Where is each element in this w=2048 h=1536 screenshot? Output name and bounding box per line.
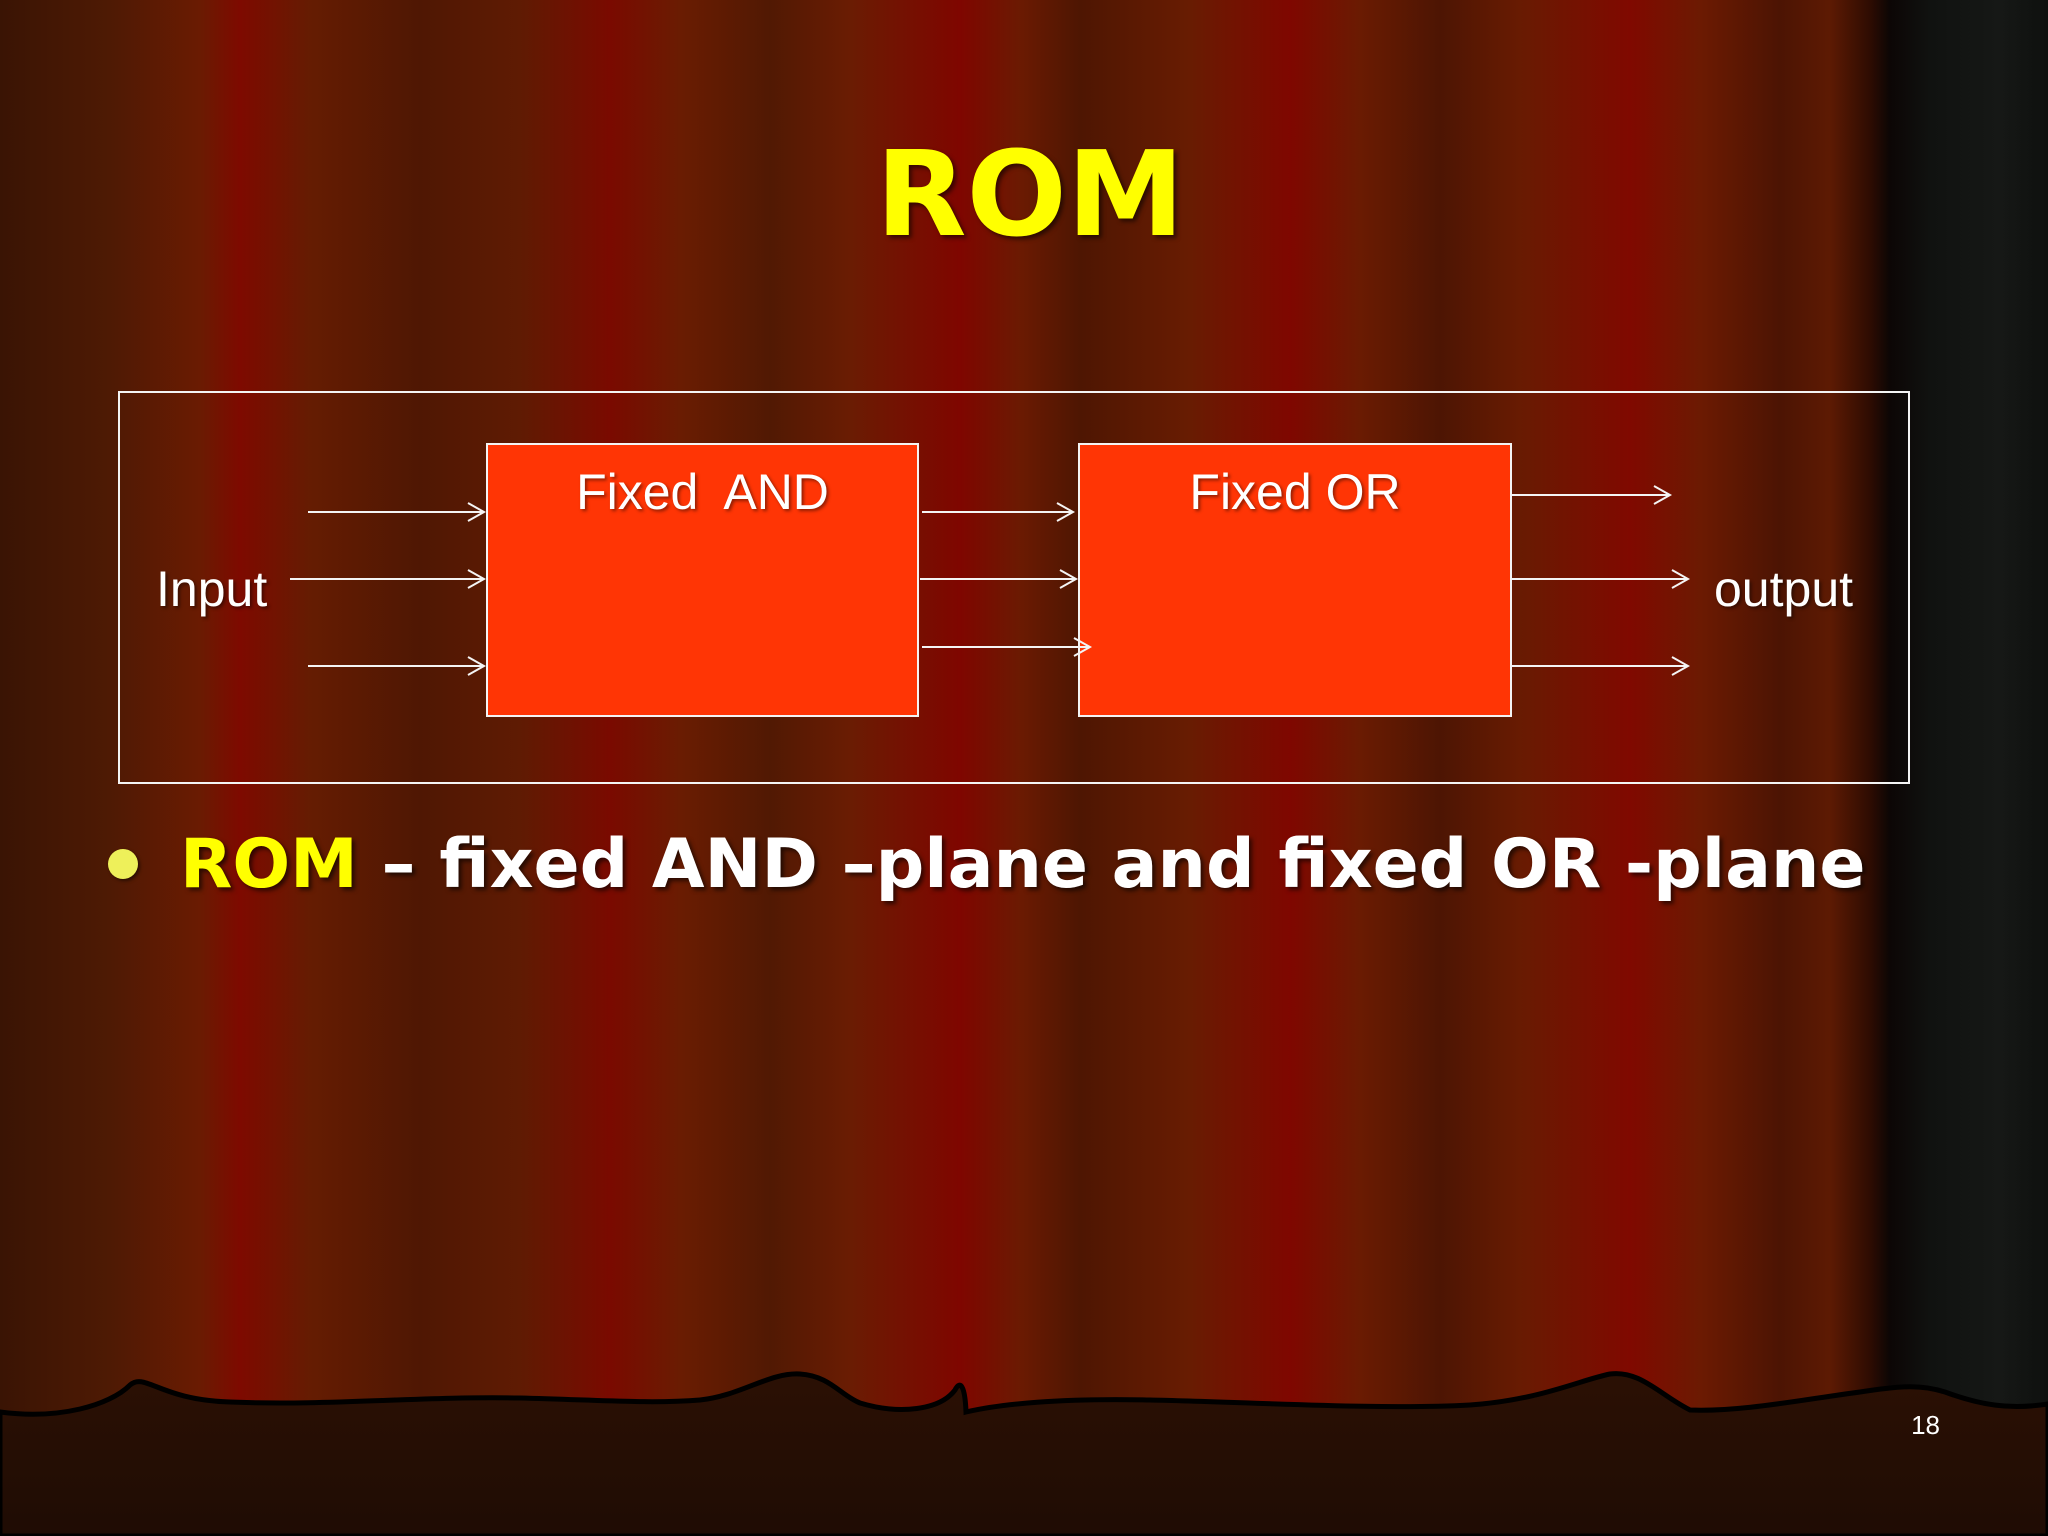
- fixed-and-block: Fixed AND: [486, 443, 919, 717]
- slide-title: ROM: [875, 125, 1185, 263]
- bullet-keyword: ROM: [180, 825, 358, 904]
- bullet-dot-icon: [108, 849, 138, 880]
- input-arrow-icon: [308, 502, 487, 522]
- connector-arrow-icon: [920, 569, 1079, 589]
- input-arrow-icon: [290, 569, 487, 589]
- page-number: 18: [1911, 1410, 1940, 1440]
- fixed-or-label: Fixed OR: [1189, 464, 1401, 520]
- diagram-frame: [118, 391, 1910, 784]
- output-arrow-icon: [1512, 569, 1691, 589]
- output-arrow-icon: [1512, 656, 1691, 676]
- connector-arrow-icon: [922, 502, 1076, 522]
- bullet-text: – fixed AND –plane and fixed OR -plane: [357, 825, 1866, 904]
- input-label: Input: [156, 561, 268, 617]
- output-arrow-icon: [1512, 485, 1673, 505]
- input-arrow-icon: [308, 656, 487, 676]
- bullet-item: ROM – fixed AND –plane and fixed OR -pla…: [108, 820, 1866, 910]
- fixed-or-block: Fixed OR: [1078, 443, 1512, 717]
- output-label: output: [1714, 561, 1854, 617]
- fixed-and-label: Fixed AND: [576, 464, 829, 520]
- connector-arrow-icon: [922, 637, 1093, 657]
